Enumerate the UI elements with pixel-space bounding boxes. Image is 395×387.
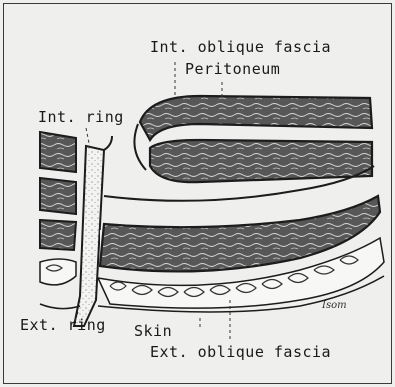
label-ext-ring: Ext. ring [20, 316, 106, 334]
label-ext-oblique-fascia: Ext. oblique fascia [150, 343, 331, 361]
label-int-oblique-fascia: Int. oblique fascia [150, 38, 331, 56]
upper-muscle-fold [134, 96, 372, 182]
artist-signature: Isom [322, 300, 347, 311]
label-int-ring: Int. ring [38, 108, 124, 126]
label-peritoneum: Peritoneum [185, 60, 280, 78]
left-muscle-blocks [40, 132, 76, 250]
lower-muscle-band [100, 166, 380, 271]
label-skin: Skin [134, 322, 172, 340]
